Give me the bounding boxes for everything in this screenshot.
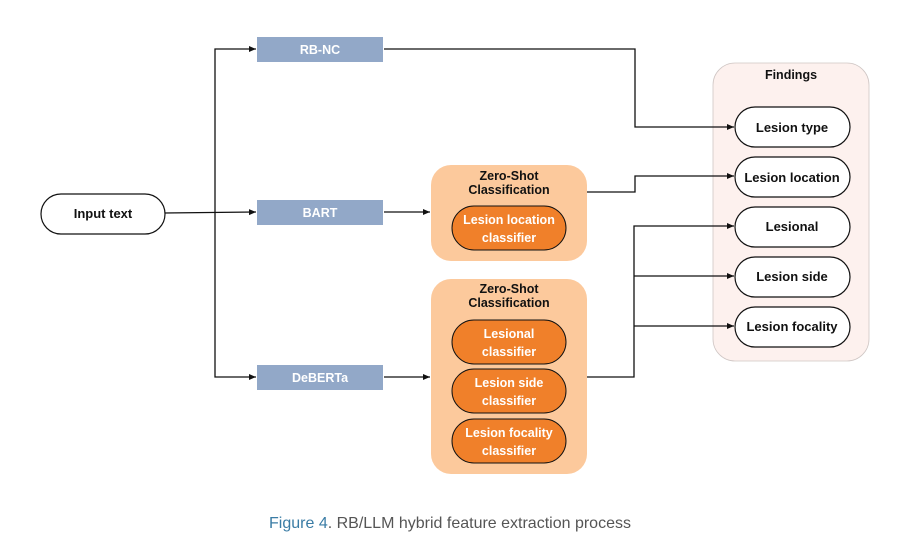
classifier-label-line1: Lesion location — [463, 213, 555, 227]
zero-shot-group-bart: Zero-Shot Classification Lesion location… — [431, 165, 587, 261]
classifier-label-line2: classifier — [482, 345, 536, 359]
figure-label: Figure 4 — [269, 515, 328, 532]
model-rbnc-label: RB-NC — [300, 43, 340, 57]
caption-text: . RB/LLM hybrid feature extraction proce… — [327, 515, 631, 532]
finding-label: Lesion focality — [746, 319, 838, 334]
model-deberta: DeBERTa — [257, 365, 383, 390]
model-deberta-label: DeBERTa — [292, 371, 349, 385]
classifier-label-line2: classifier — [482, 394, 536, 408]
classifier-lesion-location: Lesion location classifier — [451, 205, 567, 251]
model-bart-label: BART — [303, 206, 338, 220]
connector-input-bart — [163, 209, 257, 216]
input-label: Input text — [74, 206, 133, 221]
figure-caption: Figure 4. RB/LLM hybrid feature extracti… — [0, 515, 900, 533]
zero-shot-title-line1: Zero-Shot — [479, 282, 539, 296]
connector-input-deberta — [214, 212, 256, 380]
classifier-label-line2: classifier — [482, 231, 536, 245]
finding-label: Lesion type — [756, 120, 828, 135]
model-bart: BART — [257, 200, 383, 225]
classifier-lesion-side: Lesion side classifier — [451, 368, 567, 414]
model-rbnc: RB-NC — [257, 37, 383, 62]
finding-lesional: Lesional — [734, 206, 851, 248]
finding-lesion-side: Lesion side — [734, 256, 851, 298]
finding-label: Lesional — [766, 219, 819, 234]
finding-label: Lesion location — [744, 170, 839, 185]
finding-lesion-focality: Lesion focality — [734, 306, 851, 348]
connector-rbnc-lesion-type — [384, 48, 734, 130]
zero-shot-title-line1: Zero-Shot — [479, 169, 539, 183]
connector-zeroshot-location — [587, 173, 734, 193]
finding-lesion-type: Lesion type — [734, 106, 851, 148]
input-node: Input text — [40, 193, 166, 235]
classifier-lesional: Lesional classifier — [451, 319, 567, 365]
connector-input-rbnc — [214, 46, 256, 212]
connectors — [163, 46, 734, 380]
classifier-label-line2: classifier — [482, 444, 536, 458]
classifier-label-line1: Lesion focality — [465, 426, 553, 440]
classifier-label-line1: Lesional — [484, 327, 535, 341]
zero-shot-title-line2: Classification — [468, 296, 549, 310]
connector-zeroshot-lesional — [587, 223, 734, 378]
finding-lesion-location: Lesion location — [734, 156, 851, 198]
findings-title: Findings — [765, 68, 817, 82]
classifier-lesion-focality: Lesion focality classifier — [451, 418, 567, 464]
zero-shot-title-line2: Classification — [468, 183, 549, 197]
zero-shot-group-deberta: Zero-Shot Classification Lesional classi… — [431, 279, 587, 474]
finding-label: Lesion side — [756, 269, 828, 284]
classifier-label-line1: Lesion side — [475, 376, 544, 390]
